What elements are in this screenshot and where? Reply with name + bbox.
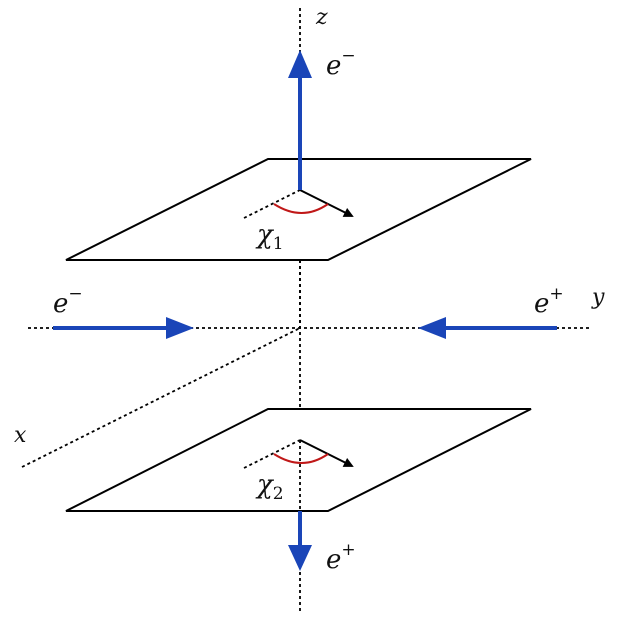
bottom-plane-decay-arrow	[299, 439, 354, 467]
decay-plane-top	[65, 158, 532, 261]
positron-out-arrow-head	[288, 545, 312, 571]
chi1-label: χ1	[255, 220, 284, 254]
beam-arrows	[53, 50, 557, 571]
top-plane-decay-arrow	[299, 189, 354, 217]
chi1-angle-arc	[273, 203, 329, 214]
electron-top-label: e−	[326, 46, 356, 81]
electron-in-arrow-head	[166, 317, 194, 339]
electron-out-arrow-head	[288, 50, 312, 78]
x-axis-line	[21, 327, 301, 468]
x-axis-label: x	[14, 423, 27, 448]
decay-plane-bottom	[65, 408, 532, 512]
electron-left-label: e−	[53, 284, 83, 319]
chi2-angle-arc	[273, 453, 329, 464]
positron-bottom-label: e+	[326, 540, 356, 575]
positron-right-label: e+	[534, 284, 564, 319]
y-axis-label: y	[591, 285, 605, 310]
positron-in-arrow-head	[418, 317, 446, 339]
top-plane-reference-line	[243, 189, 301, 219]
z-axis-label: z	[315, 5, 328, 30]
chi2-label: χ2	[255, 470, 284, 504]
bottom-plane-reference-line	[243, 439, 301, 469]
